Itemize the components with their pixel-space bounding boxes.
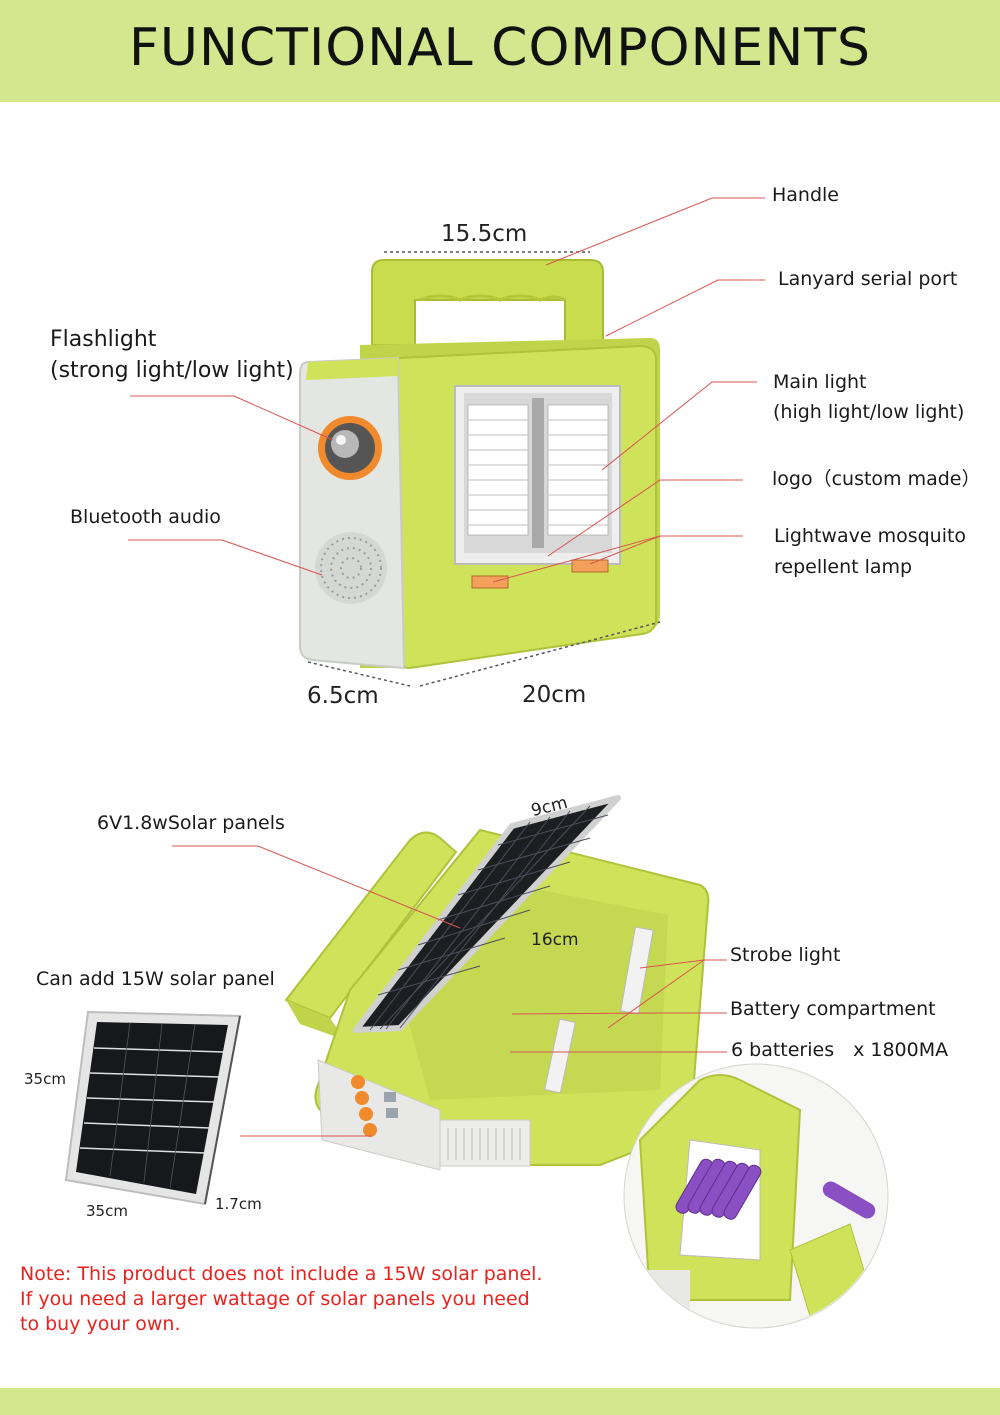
label-handle: Handle xyxy=(772,184,840,206)
dimension-big-panel-height: 35cm xyxy=(24,1070,66,1088)
dimension-panel-length: 16cm xyxy=(531,930,579,950)
note-line-1: Note: This product does not include a 15… xyxy=(20,1263,543,1285)
bottom-leader-lines xyxy=(172,845,727,1137)
label-main-light-modes: (high light/low light) xyxy=(773,401,965,423)
dimension-width: 15.5cm xyxy=(441,221,528,247)
footer-bar xyxy=(0,1388,1000,1415)
label-main-light: Main light xyxy=(773,371,867,393)
top-leader-lines xyxy=(128,197,765,583)
label-bluetooth-audio: Bluetooth audio xyxy=(70,506,221,528)
label-flashlight-modes: (strong light/low light) xyxy=(50,358,294,383)
note-line-3: to buy your own. xyxy=(20,1313,181,1335)
disclaimer-note: Note: This product does not include a 15… xyxy=(20,1262,542,1337)
dimension-big-panel-width: 35cm xyxy=(86,1202,128,1220)
label-logo: logo（custom made） xyxy=(772,468,981,490)
dimension-big-panel-depth: 1.7cm xyxy=(215,1195,262,1213)
label-mosquito-lamp-2: repellent lamp xyxy=(774,556,913,578)
note-line-2: If you need a larger wattage of solar pa… xyxy=(20,1288,530,1310)
label-strobe-light: Strobe light xyxy=(730,944,841,966)
label-battery-compartment: Battery compartment xyxy=(730,998,936,1020)
dimension-length: 20cm xyxy=(522,682,587,708)
label-add-solar-panel: Can add 15W solar panel xyxy=(36,968,275,990)
page-title: FUNCTIONAL COMPONENTS xyxy=(129,18,871,78)
label-flashlight: Flashlight xyxy=(50,327,157,352)
label-lanyard-port: Lanyard serial port xyxy=(778,268,958,290)
bottom-lantern-image xyxy=(64,795,889,1329)
label-batteries: 6 batteries x 1800MA xyxy=(731,1039,949,1061)
label-mosquito-lamp: Lightwave mosquito xyxy=(774,525,967,547)
label-solar-panels: 6V1.8wSolar panels xyxy=(97,812,285,834)
top-lantern-image xyxy=(299,251,661,687)
header-banner: FUNCTIONAL COMPONENTS xyxy=(0,0,1000,102)
dimension-depth: 6.5cm xyxy=(307,683,379,709)
